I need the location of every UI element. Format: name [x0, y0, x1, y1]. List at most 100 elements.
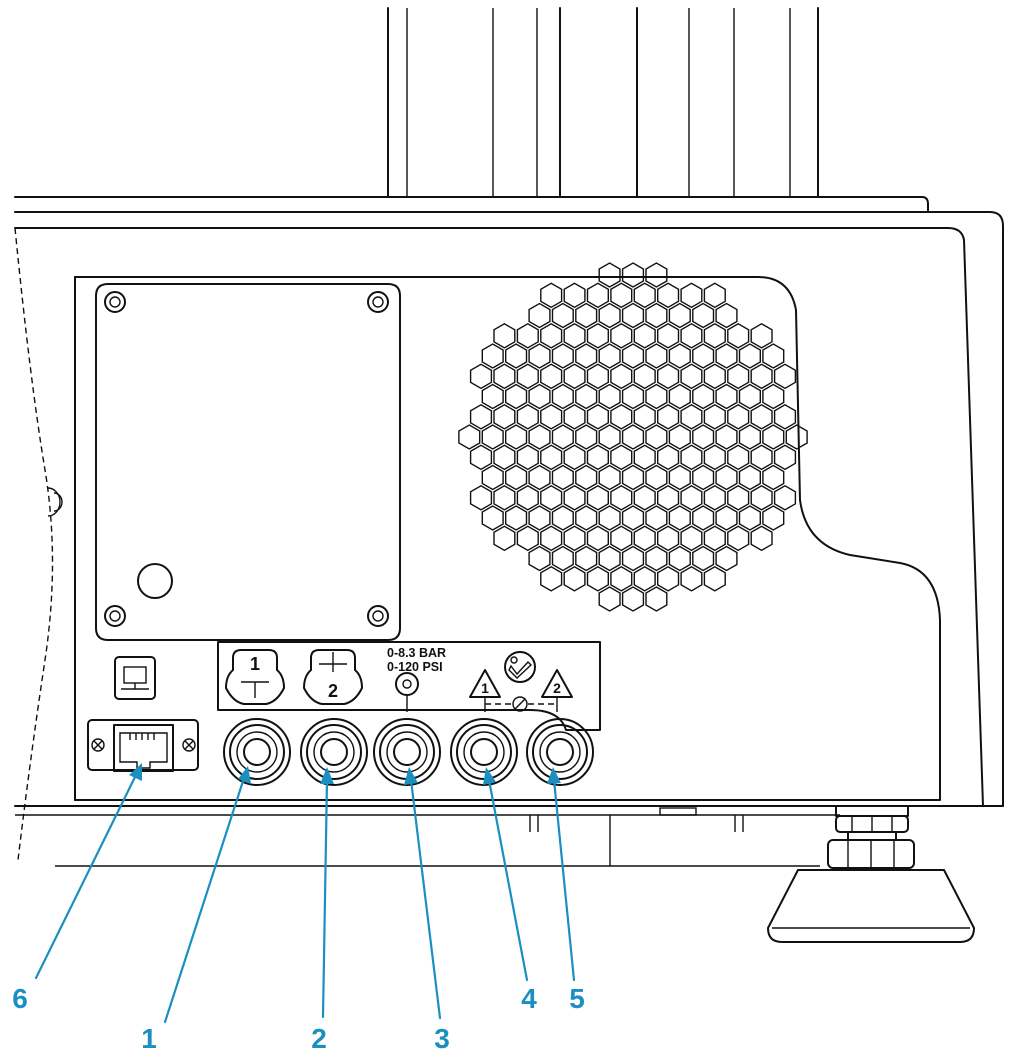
- grille-hole: [505, 464, 528, 491]
- grille-hole: [645, 383, 668, 410]
- grille-hole: [575, 545, 598, 572]
- callout-2[interactable]: 2: [311, 767, 334, 1054]
- grille-hole: [680, 484, 703, 511]
- air-connector-1-icon: 1: [225, 649, 285, 705]
- grille-hole: [528, 545, 551, 572]
- grille-hole: [703, 484, 726, 511]
- grille-hole: [692, 505, 715, 531]
- grille-hole: [610, 444, 633, 471]
- grille-hole: [516, 322, 539, 349]
- connector-5[interactable]: [526, 718, 594, 786]
- grille-hole: [551, 343, 574, 369]
- callouts: 6 1 2 3 4 5: [12, 763, 585, 1054]
- grille-hole: [493, 363, 516, 390]
- grille-hole: [692, 343, 715, 369]
- grille-hole: [668, 302, 691, 329]
- grille-hole: [680, 565, 703, 592]
- grille-hole: [645, 262, 668, 288]
- grille-hole: [469, 484, 493, 511]
- grille-hole: [703, 444, 726, 471]
- grille-hole: [481, 343, 504, 369]
- connector-4[interactable]: [450, 718, 518, 786]
- screw-icon: [91, 738, 105, 752]
- grille-hole: [692, 302, 715, 329]
- grille-hole: [540, 403, 563, 430]
- callout-4-label: 4: [521, 983, 537, 1014]
- grille-hole: [586, 322, 609, 349]
- grille-hole: [505, 505, 528, 531]
- grille-hole: [528, 424, 551, 450]
- device-housing: [14, 196, 1004, 867]
- grille-hole: [727, 444, 750, 471]
- grille-hole: [703, 322, 726, 349]
- grille-hole: [598, 343, 621, 369]
- grille-hole: [563, 565, 586, 592]
- grille-hole: [621, 545, 645, 572]
- air-connector-1[interactable]: [223, 718, 291, 786]
- grille-hole: [773, 363, 797, 390]
- manual-icon: [504, 651, 536, 683]
- grille-hole: [540, 444, 563, 471]
- grille-hole: [575, 302, 598, 329]
- callout-3[interactable]: 3: [404, 767, 450, 1054]
- cover-plate: [95, 283, 401, 641]
- grille-hole: [727, 403, 750, 430]
- ethernet-port[interactable]: [87, 656, 199, 772]
- callout-6-label: 6: [12, 983, 28, 1014]
- warning-triangle-icon: 1: [469, 669, 501, 698]
- callout-2-label: 2: [311, 1023, 327, 1054]
- grille-hole: [750, 525, 773, 552]
- grille-hole: [493, 484, 516, 511]
- grille-hole: [563, 444, 586, 471]
- grille-hole: [727, 363, 750, 390]
- grille-hole: [680, 403, 703, 430]
- grille-hole: [657, 565, 680, 592]
- grille-hole: [680, 282, 703, 309]
- callout-5[interactable]: 5: [547, 767, 585, 1014]
- warning1-number: 1: [481, 680, 489, 696]
- grille-hole: [469, 403, 493, 430]
- grille-hole: [598, 383, 621, 410]
- grille-hole: [692, 545, 715, 572]
- grille-hole: [621, 424, 645, 450]
- grille-hole: [586, 525, 609, 552]
- grille-hole: [633, 565, 656, 592]
- grille-hole: [598, 302, 621, 329]
- grille-hole: [505, 424, 528, 450]
- grille-hole: [610, 363, 633, 390]
- grille-hole: [598, 424, 621, 450]
- callout-4[interactable]: 4: [483, 767, 537, 1014]
- grille-hole: [551, 505, 574, 531]
- grille-hole: [540, 525, 563, 552]
- grille-hole: [715, 302, 738, 329]
- grille-hole: [633, 282, 656, 309]
- callout-1[interactable]: 1: [141, 766, 251, 1054]
- grille-hole: [692, 464, 715, 491]
- grille-hole: [750, 403, 773, 430]
- pressure-bar-label: 0-8.3 BAR: [387, 646, 446, 660]
- grille-hole: [680, 525, 703, 552]
- grille-hole: [598, 464, 621, 491]
- grille-hole: [703, 525, 726, 552]
- grille-hole: [727, 525, 750, 552]
- grille-hole: [645, 586, 668, 612]
- grille-hole: [621, 262, 645, 288]
- air-connector-2[interactable]: [300, 718, 368, 786]
- grille-hole: [528, 505, 551, 531]
- grille-hole: [680, 363, 703, 390]
- grille-hole: [551, 545, 574, 572]
- grille-hole: [551, 424, 574, 450]
- network-computer-icon: [114, 656, 156, 700]
- grille-hole: [633, 484, 656, 511]
- port1-number: 1: [250, 654, 260, 674]
- grille-hole: [738, 464, 761, 491]
- warning2-number: 2: [553, 680, 561, 696]
- grille-hole: [610, 282, 633, 309]
- grille-hole: [563, 322, 586, 349]
- grille-hole: [657, 363, 680, 390]
- grille-hole: [586, 363, 609, 390]
- grille-hole: [551, 464, 574, 491]
- grille-hole: [738, 383, 761, 410]
- callout-5-label: 5: [569, 983, 585, 1014]
- grille-hole: [586, 403, 609, 430]
